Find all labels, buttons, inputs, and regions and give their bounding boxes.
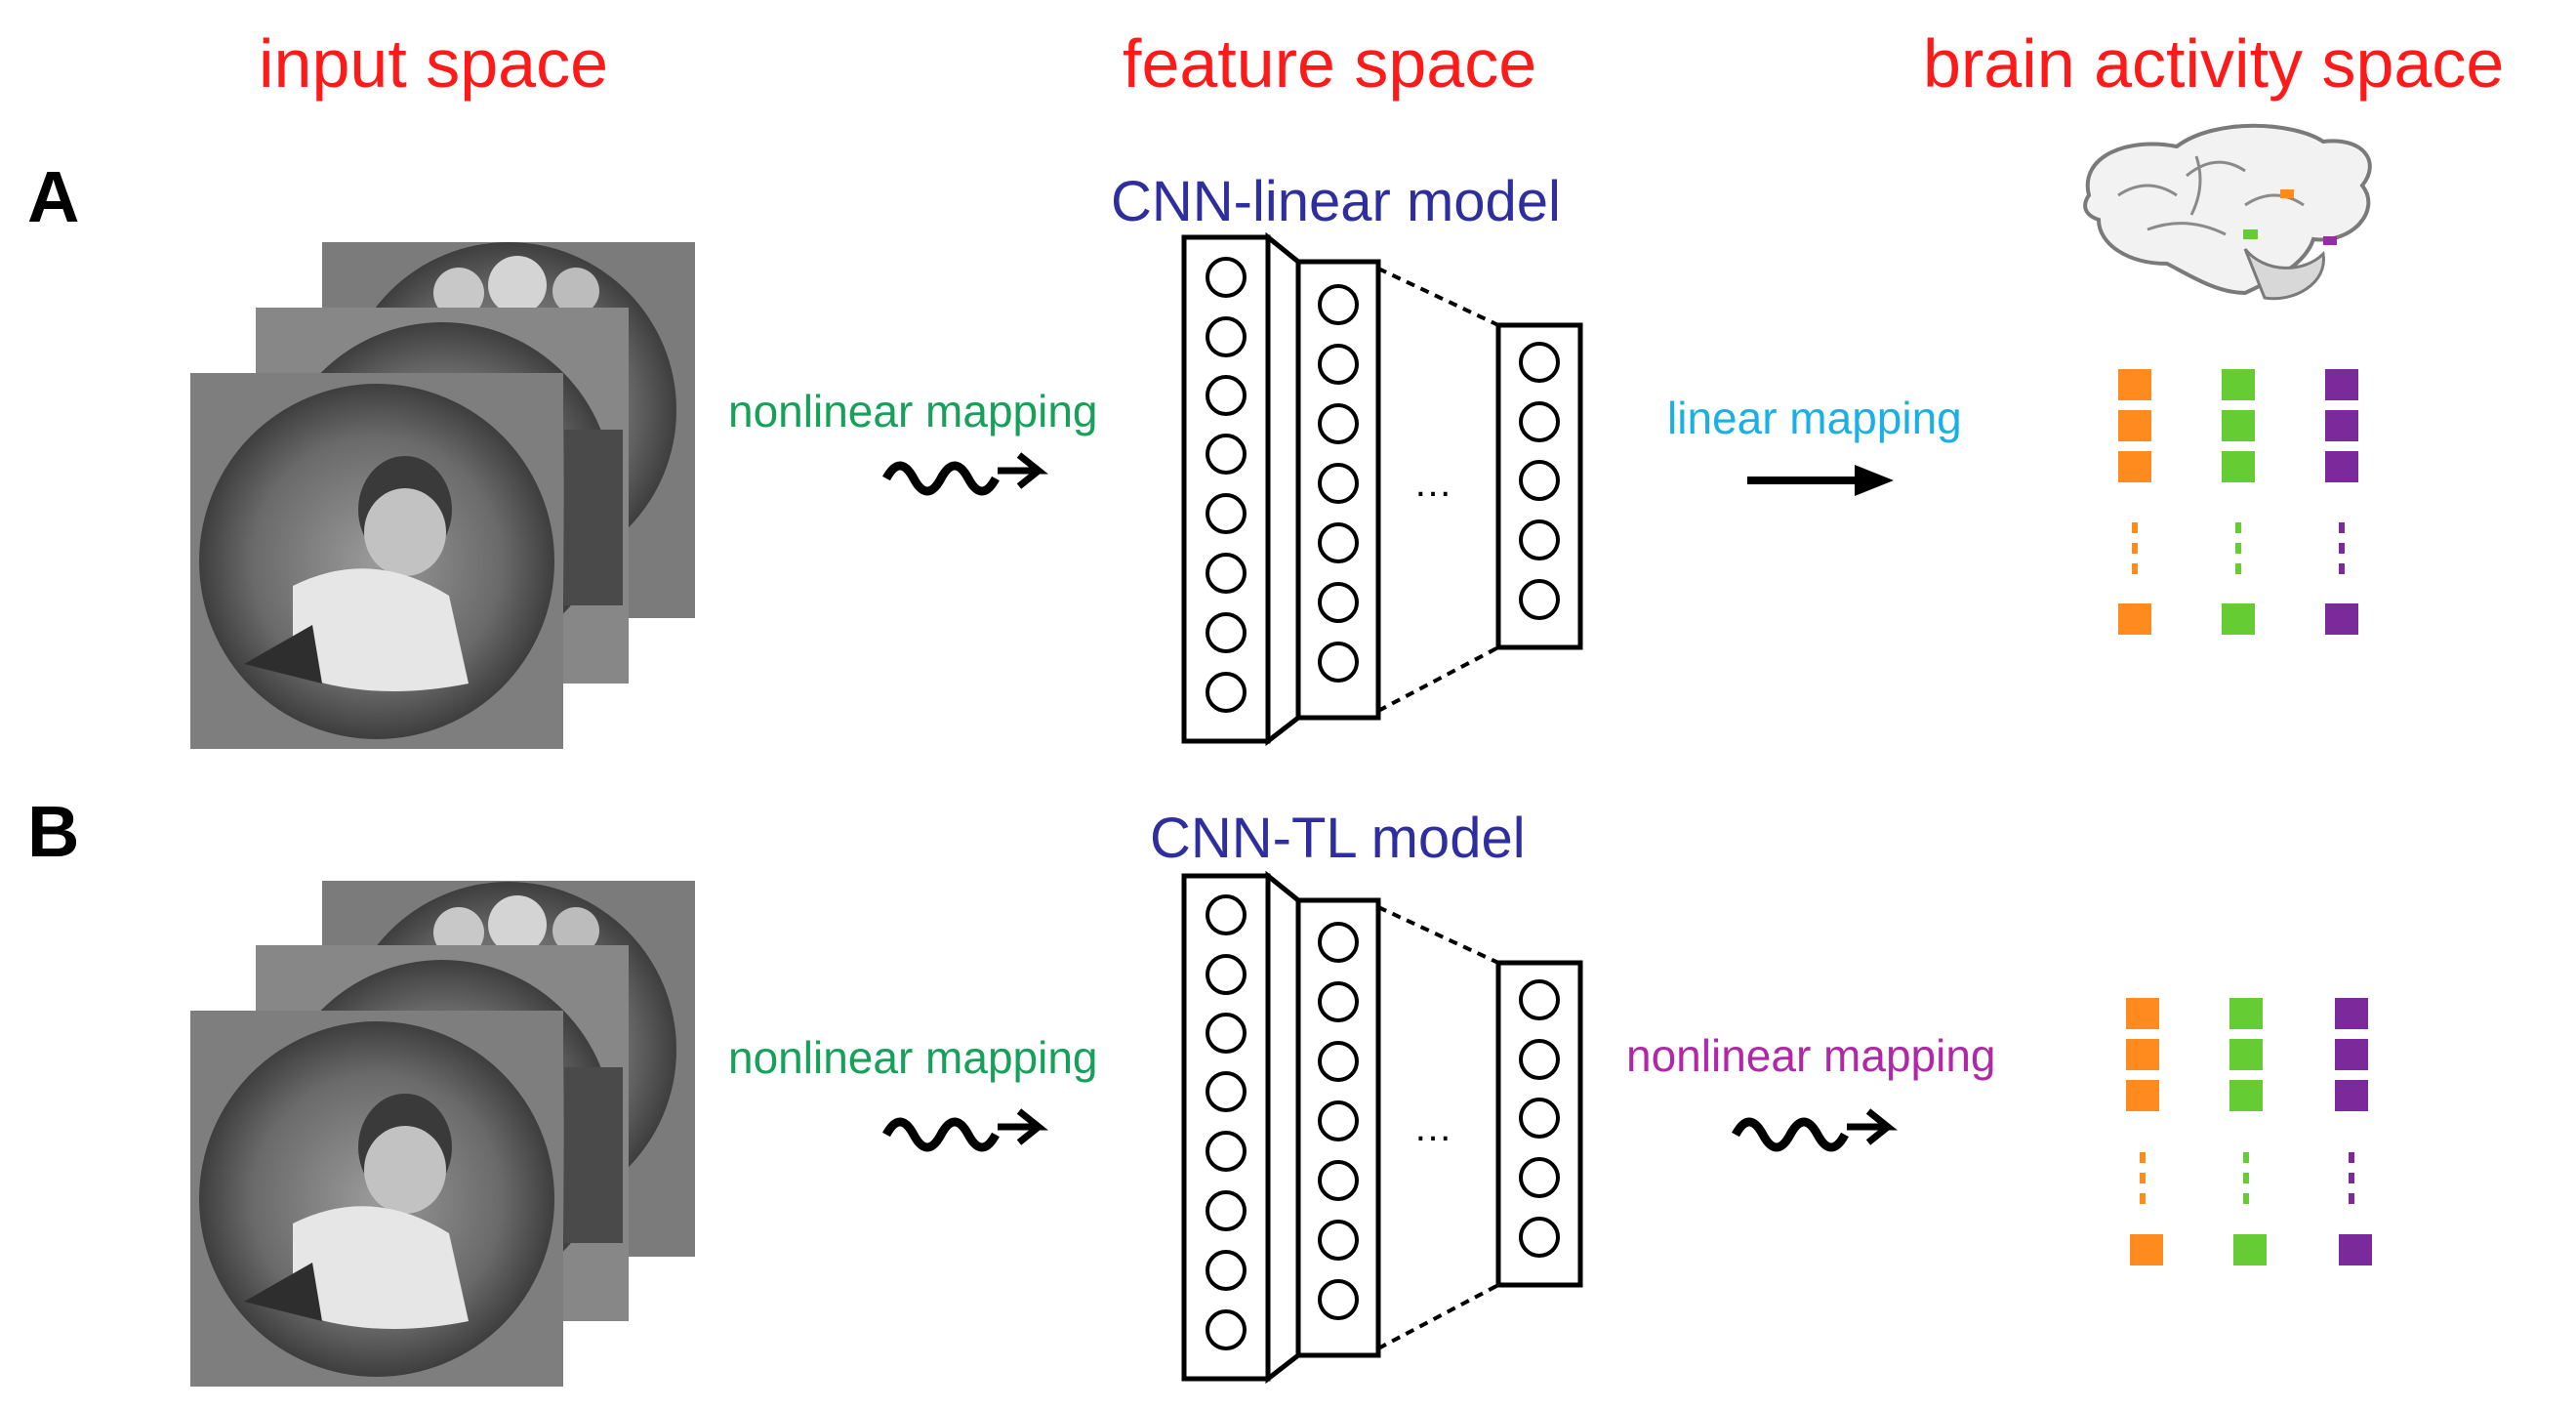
model-title-b: CNN-TL model [1150, 807, 1526, 870]
header-input-space: input space [259, 25, 609, 102]
mapping-label-a-input: nonlinear mapping [728, 386, 1098, 436]
neurons-layer-n [1519, 342, 1560, 620]
layer-n [1495, 960, 1583, 1288]
stimulus-image [190, 373, 563, 749]
neurons-layer-1 [1206, 894, 1247, 1350]
image-stack-b [190, 881, 695, 1387]
header-feature-space: feature space [1123, 25, 1537, 102]
voxel-column-green-a [2222, 369, 2255, 635]
neurons-layer-2 [1318, 922, 1359, 1320]
layer-2 [1295, 259, 1381, 721]
stimulus-image [190, 1011, 563, 1387]
model-title-a: CNN-linear model [1111, 170, 1561, 233]
squiggle-arrow-icon [882, 452, 1048, 496]
panel-letter-a: A [27, 156, 80, 237]
layer-1 [1181, 234, 1271, 744]
brain-icon [2083, 123, 2372, 301]
voxel-column-green-b [2229, 998, 2267, 1265]
layer-n [1495, 322, 1583, 650]
mapping-label-b-input: nonlinear mapping [728, 1032, 1098, 1083]
layer-ellipsis-b: … [1413, 1106, 1456, 1149]
voxel-column-purple-a [2325, 369, 2358, 635]
neurons-layer-n [1519, 979, 1560, 1258]
layer-2 [1295, 897, 1381, 1358]
header-brain-space: brain activity space [1923, 25, 2505, 102]
panel-letter-b: B [27, 791, 80, 872]
straight-arrow-icon [1747, 465, 1894, 496]
mapping-label-b-output: nonlinear mapping [1626, 1030, 1996, 1081]
cnn-layers-a [1181, 231, 1583, 747]
image-stack-a [190, 242, 695, 749]
layer-1 [1181, 873, 1271, 1382]
voxel-column-orange-b [2126, 998, 2163, 1265]
neurons-layer-2 [1318, 284, 1359, 683]
neurons-layer-1 [1206, 257, 1247, 713]
mapping-label-a-output: linear mapping [1667, 393, 1962, 443]
cnn-layers-b [1181, 870, 1583, 1385]
squiggle-arrow-icon [882, 1108, 1048, 1152]
squiggle-arrow-icon [1732, 1108, 1898, 1152]
voxel-column-purple-b [2335, 998, 2372, 1265]
voxel-column-orange-a [2118, 369, 2151, 635]
layer-ellipsis-a: … [1413, 462, 1456, 505]
